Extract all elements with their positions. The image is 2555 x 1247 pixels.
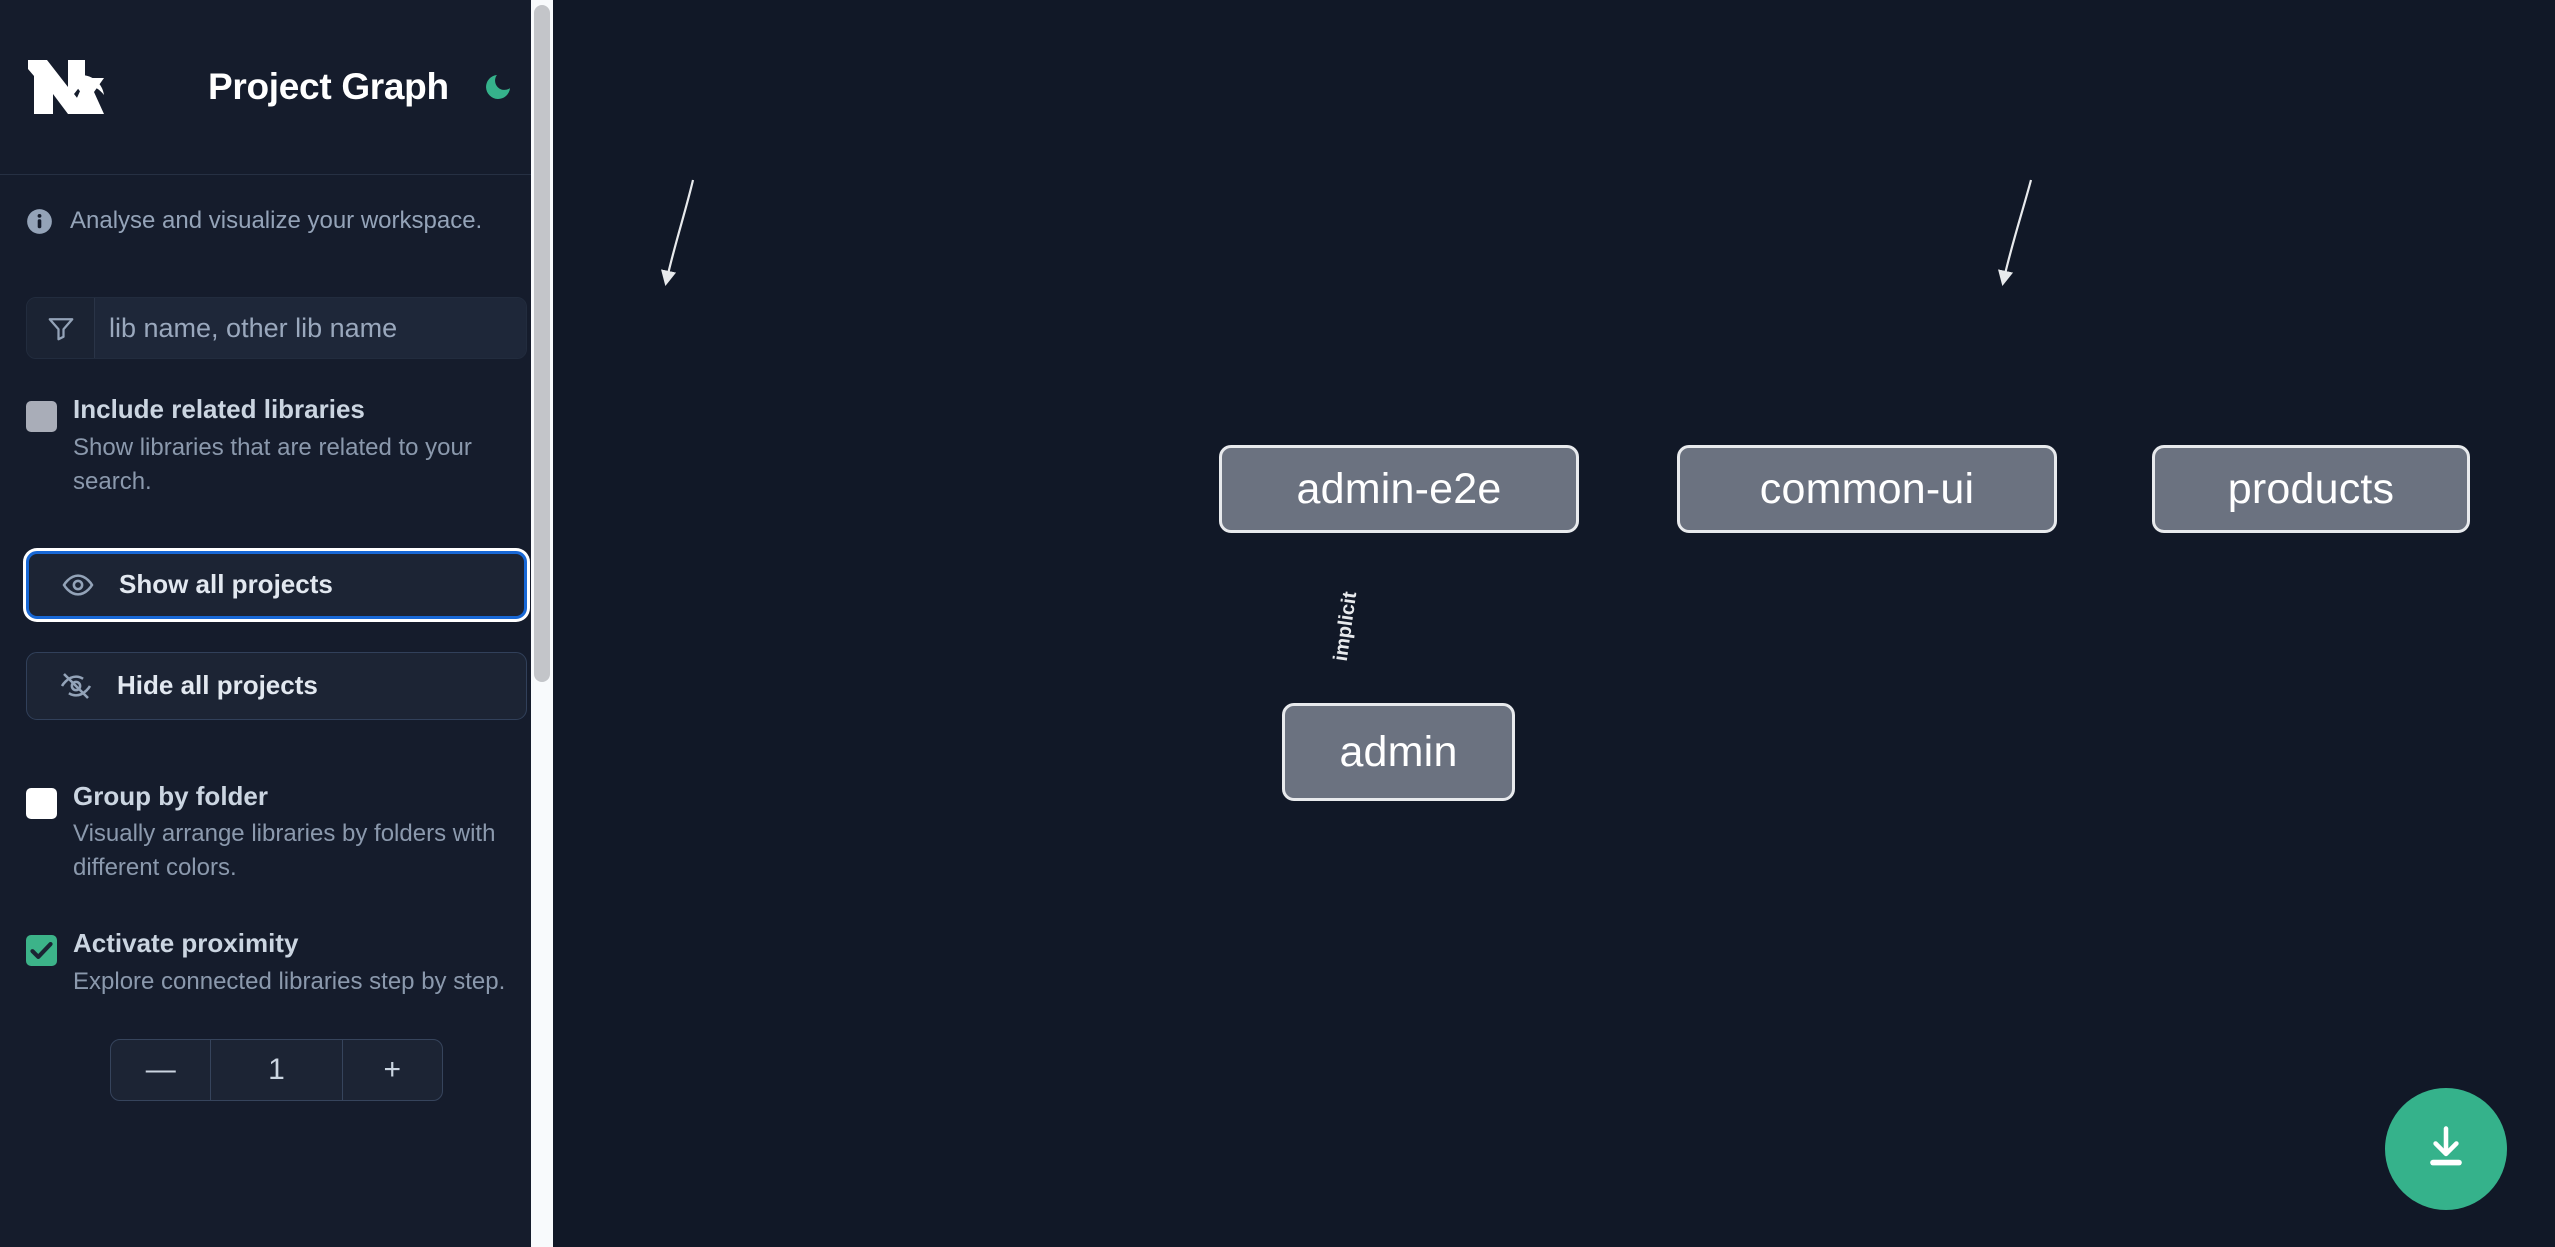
nx-logo-icon — [26, 56, 118, 118]
sidebar-scrollbar-thumb[interactable] — [534, 5, 550, 682]
option-label: Group by folder — [73, 780, 268, 811]
search-input[interactable] — [95, 298, 526, 358]
proximity-stepper: — 1 + — [110, 1038, 443, 1101]
option-label: Activate proximity — [73, 928, 299, 959]
option-description: Visually arrange libraries by folders wi… — [73, 820, 496, 882]
stepper-value: 1 — [268, 1052, 285, 1086]
download-graph-button[interactable] — [2385, 1088, 2507, 1210]
moon-icon[interactable] — [477, 66, 519, 108]
stepper-increment-button[interactable]: + — [341, 1039, 442, 1100]
hide-all-projects-label: Hide all projects — [117, 670, 318, 701]
workspace-info: Analyse and visualize your workspace. — [0, 175, 553, 235]
checkbox-activate-proximity[interactable] — [26, 935, 57, 967]
graph-node-products[interactable]: products — [2152, 445, 2470, 533]
option-description: Show libraries that are related to your … — [73, 433, 472, 495]
info-icon — [26, 208, 53, 235]
sidebar: Project Graph Analyse and visualize your… — [0, 0, 553, 1247]
workspace-info-text: Analyse and visualize your workspace. — [70, 207, 483, 234]
option-include-related-libraries[interactable]: Include related libraries Show libraries… — [0, 393, 553, 499]
eye-icon — [59, 566, 97, 604]
graph-node-admin-e2e[interactable]: admin-e2e — [1219, 445, 1579, 533]
option-label: Include related libraries — [73, 394, 365, 424]
option-activate-proximity[interactable]: Activate proximity Explore connected lib… — [0, 927, 553, 999]
option-description: Explore connected libraries step by step… — [73, 967, 506, 995]
stepper-decrement-button[interactable]: — — [111, 1039, 212, 1100]
eye-off-icon — [57, 667, 95, 705]
checkbox-include-related-libraries[interactable] — [26, 401, 57, 432]
checkbox-group-by-folder[interactable] — [26, 787, 57, 819]
filter-box — [26, 297, 527, 359]
sidebar-scrollbar[interactable] — [531, 0, 553, 1247]
graph-node-admin[interactable]: admin — [1282, 703, 1515, 801]
hide-all-projects-button[interactable]: Hide all projects — [26, 651, 527, 720]
graph-edges — [661, 179, 2033, 287]
show-all-projects-label: Show all projects — [119, 569, 333, 600]
show-all-projects-button[interactable]: Show all projects — [26, 550, 527, 619]
page-title: Project Graph — [208, 66, 449, 107]
option-group-by-folder[interactable]: Group by folder Visually arrange librari… — [0, 780, 553, 886]
sidebar-header: Project Graph — [0, 0, 553, 175]
graph-canvas[interactable]: implicit implicit admin-e2e common-ui pr… — [553, 0, 2555, 1247]
edge-label-implicit: implicit — [1329, 590, 1362, 663]
graph-node-common-ui[interactable]: common-ui — [1677, 445, 2057, 533]
filter-icon — [27, 298, 95, 358]
download-icon — [2420, 1121, 2472, 1178]
